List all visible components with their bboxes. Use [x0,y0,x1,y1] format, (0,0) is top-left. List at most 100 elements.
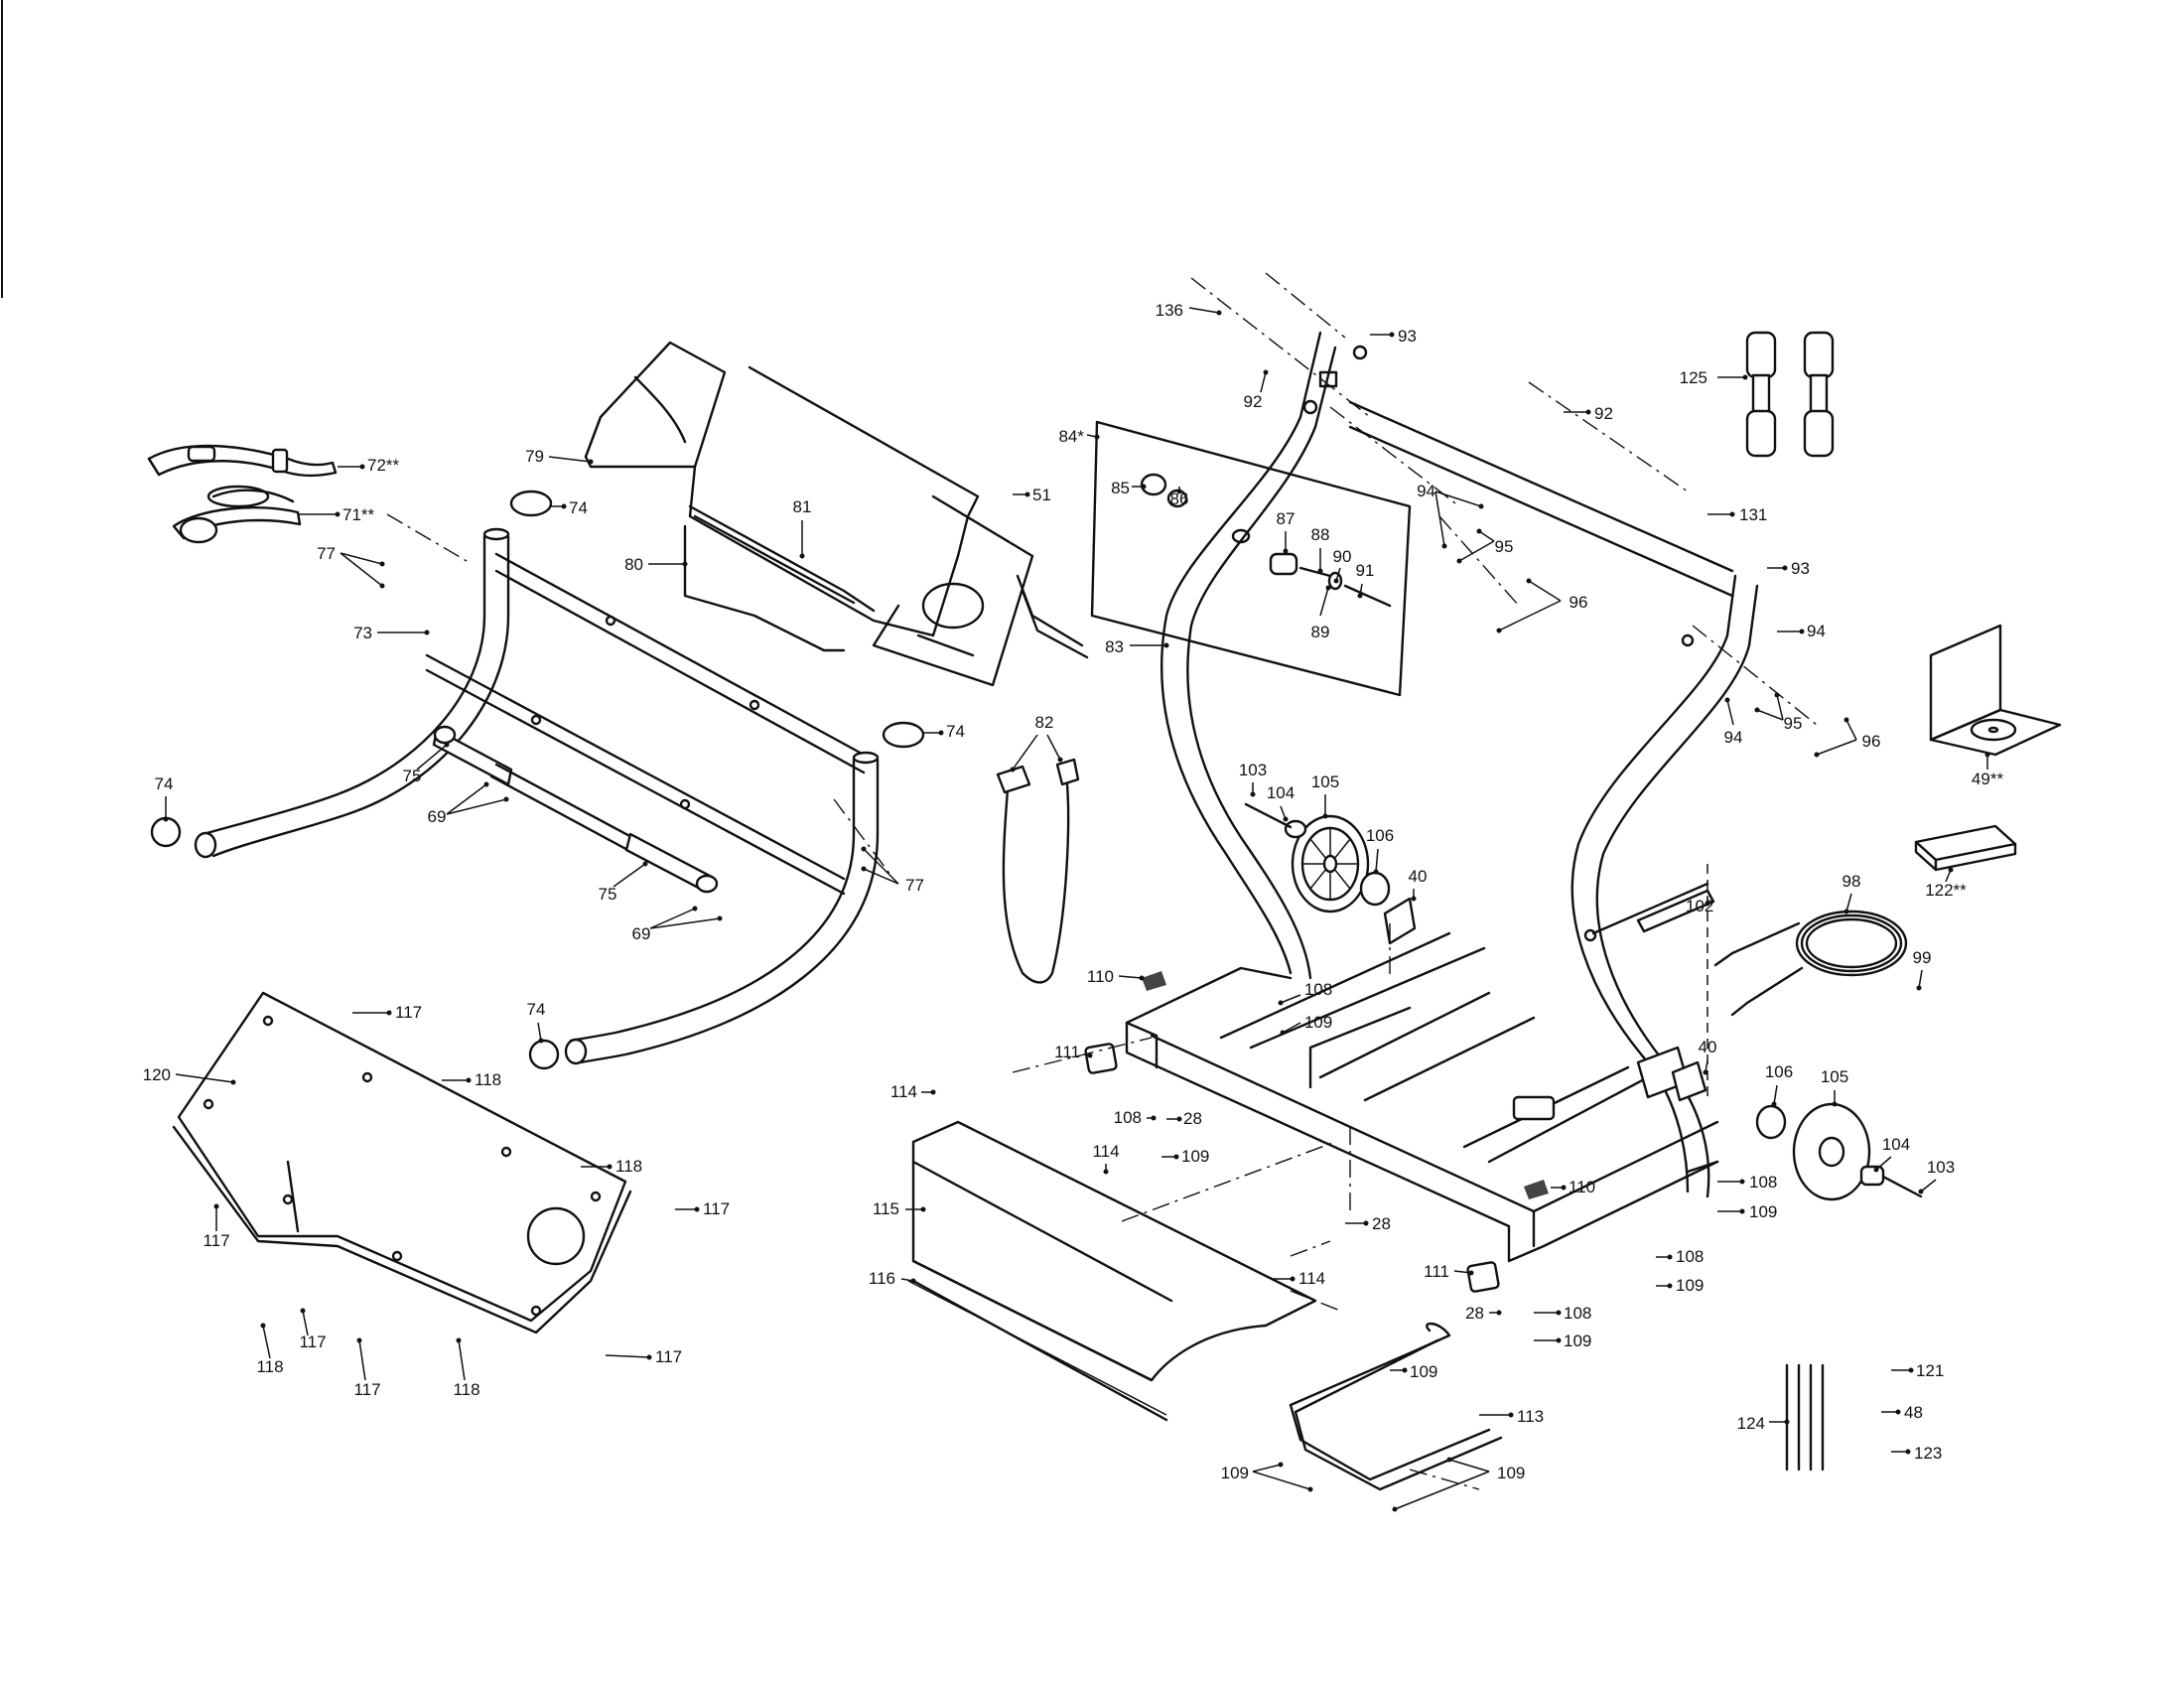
callout-label: 104 [1882,1135,1910,1154]
callout-label: 109 [1676,1276,1704,1295]
callout-leader-dot [1556,1310,1562,1316]
callout-label: 109 [1304,1013,1332,1032]
callout-leader-dot [1799,629,1805,634]
callout-label: 89 [1311,623,1330,641]
callout-leader-dot [1024,491,1030,497]
callout-leader-line [1816,739,1857,756]
callout-label: 103 [1239,761,1267,779]
callout-leader-line [1498,600,1562,632]
callout-label: 74 [527,1000,546,1019]
callout-label: 111 [1054,1043,1080,1061]
callout-leader-dot [607,1164,613,1170]
callout-leader-dot [588,459,594,465]
callout-label: 109 [1749,1202,1777,1221]
callout-leader-line [1280,994,1301,1004]
callout-leader-dot [444,742,450,748]
callout-label: 117 [299,1333,326,1351]
callout-leader-line [340,552,383,565]
callout-leader-dot [1373,869,1379,875]
wire-harness-part [1713,910,1908,1017]
callout-leader-line [863,868,899,885]
callout-leader-dot [1724,697,1730,703]
callout-leader-dot [1392,1506,1398,1512]
callout-leader-dot [692,906,698,912]
callout-leader-line [1012,734,1038,771]
callout-label: 96 [1862,732,1881,751]
callout-leader-dot [1283,816,1289,822]
callout-label: 111 [1424,1262,1449,1281]
callout-leader-dot [1774,692,1780,698]
callout-leader-line [1252,1464,1282,1473]
callout-label: 75 [599,885,617,904]
callout-leader-line [1453,1270,1472,1274]
callout-leader-line [340,552,383,587]
callout-label: 84* [1058,427,1084,446]
callout-label: 94 [1724,728,1743,747]
handrail-frame-part [194,527,880,1065]
callout-leader-dot [1948,867,1954,873]
callout-leader-line [1776,694,1784,721]
callout-label: 79 [525,447,544,466]
bushing-part [1755,1104,1787,1140]
callout-label: 122** [1925,881,1967,900]
callout-leader-dot [1667,1283,1673,1289]
callout-leader-dot [1441,543,1447,549]
callout-leader-line [1118,975,1143,979]
callout-label: 114 [890,1082,917,1101]
foot-pad-part [1466,1261,1500,1293]
callout-leader-dot [1496,628,1502,633]
callout-leader-dot [300,1308,306,1314]
callout-leader-dot [1784,1419,1790,1425]
callout-label: 77 [905,876,924,895]
foot-pad-part [1084,1043,1118,1074]
callout-label: 136 [1156,301,1183,320]
callout-label: 91 [1356,561,1375,580]
cd-case-part [1929,624,2062,757]
callout-label: 75 [403,767,422,785]
callout-leader-dot [1307,1486,1313,1492]
callout-leader-dot [1456,558,1462,564]
callout-leader-dot [1290,1276,1296,1282]
callout-label: 117 [655,1347,682,1366]
callout-leader-dot [694,1206,700,1212]
callout-leader-dot [938,730,944,736]
callout-leader-dot [1739,1208,1745,1214]
callout-leader-dot [1317,568,1323,574]
pulse-grip-part [432,725,719,894]
callout-leader-dot [682,561,688,567]
callout-label: 88 [1311,525,1330,544]
callout-label: 110 [1569,1178,1595,1196]
end-cap-part [150,816,182,848]
callout-leader-dot [1250,791,1256,797]
callout-leader-dot [230,1079,236,1085]
callout-label: 105 [1311,772,1339,791]
callout-leader-dot [1771,1101,1777,1107]
callout-leader-dot [1325,585,1331,591]
callout-leader-dot [1363,1220,1369,1226]
overlay-panel-part [1090,420,1412,697]
callout-label: 106 [1765,1062,1793,1081]
callout-leader-line [1434,491,1445,547]
callout-leader-dot [356,1337,362,1343]
callout-leader-dot [483,781,489,787]
callout-label: 51 [1032,486,1051,504]
callout-leader-dot [646,1354,652,1360]
callout-label: 102 [1686,897,1713,915]
callout-label: 110 [1087,967,1114,986]
callout-label: 73 [353,624,372,642]
callout-label: 82 [1035,713,1054,732]
callout-leader-dot [1446,1457,1452,1463]
callout-leader-line [1282,1022,1301,1034]
callout-leader-line [175,1073,234,1083]
callout-label: 93 [1791,559,1810,578]
callout-label: 108 [1114,1108,1142,1127]
callout-leader-dot [717,915,723,921]
callout-leader-dot [1163,642,1169,648]
callout-label: 109 [1221,1464,1249,1482]
callout-label: 115 [873,1199,899,1218]
callout-leader-dot [1754,707,1760,713]
callout-leader-dot [930,1089,936,1095]
callout-label: 117 [395,1003,422,1022]
callout-label: 118 [453,1380,479,1399]
callout-leader-dot [1280,1030,1286,1036]
